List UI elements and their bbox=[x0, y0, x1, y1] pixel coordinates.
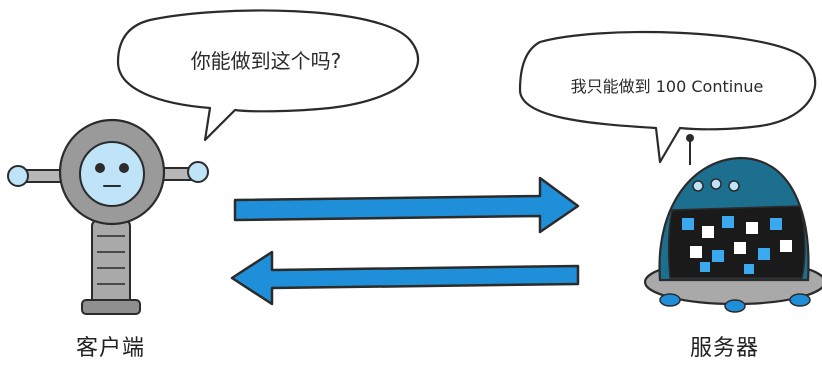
client-robot-icon bbox=[7, 118, 209, 315]
client-speech-bubble: 你能做到这个吗? bbox=[116, 9, 420, 142]
right-arrow-icon bbox=[233, 176, 580, 234]
client-speech-text: 你能做到这个吗? bbox=[191, 49, 342, 73]
server-robot-icon bbox=[643, 134, 822, 313]
client-label: 客户端 bbox=[76, 336, 146, 361]
left-arrow-icon bbox=[230, 250, 580, 306]
server-speech-text: 我只能做到 100 Continue bbox=[571, 77, 764, 96]
server-speech-bubble: 我只能做到 100 Continue bbox=[518, 30, 817, 164]
server-label: 服务器 bbox=[690, 336, 760, 361]
